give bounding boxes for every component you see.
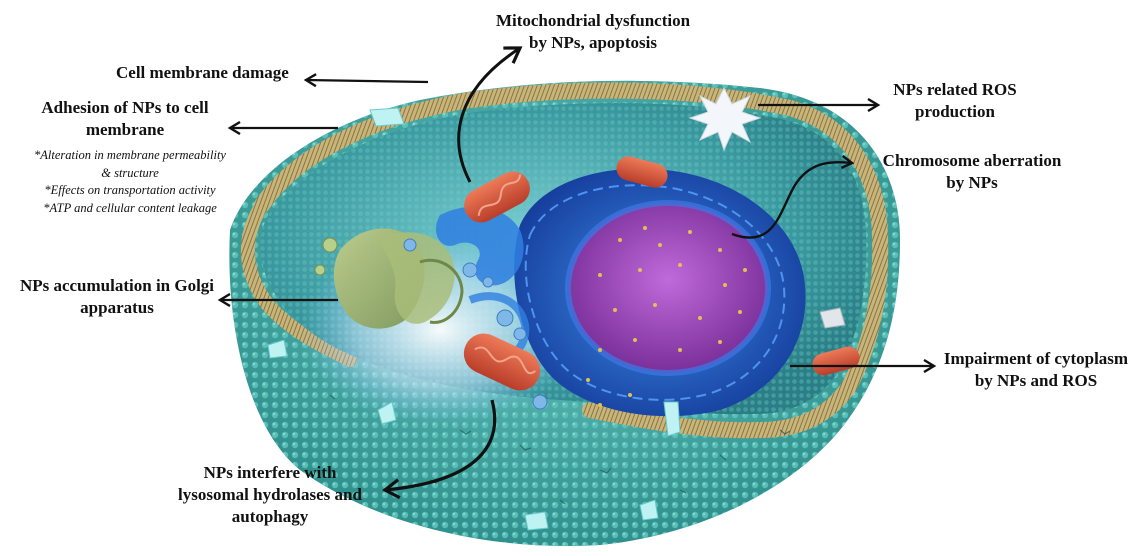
label-cytoplasm-impairment: Impairment of cytoplasm by NPs and ROS [936,348,1136,392]
label-lysosome-line2: lysosomal hydrolases and [160,484,380,506]
label-mito-line1: Mitochondrial dysfunction [468,10,718,32]
effect-transport: *Effects on transportation activity [0,182,260,200]
label-adhesion-line2: membrane [20,119,230,141]
label-mitochondrial-dysfunction: Mitochondrial dysfunction by NPs, apopto… [468,10,718,54]
arrow-membrane-damage [306,80,428,82]
label-chromosome-line2: by NPs [872,172,1072,194]
label-cytoplasm-line2: by NPs and ROS [936,370,1136,392]
label-lysosome-interference: NPs interfere with lysosomal hydrolases … [160,462,380,528]
label-ros-line2: production [880,101,1030,123]
label-ros-production: NPs related ROS production [880,79,1030,123]
label-mito-line2: by NPs, apoptosis [468,32,718,54]
label-chromosome-line1: Chromosome aberration [872,150,1072,172]
label-adhesion-line1: Adhesion of NPs to cell [20,97,230,119]
label-lysosome-line1: NPs interfere with [160,462,380,484]
label-golgi-accumulation: NPs accumulation in Golgi apparatus [8,275,226,319]
label-lysosome-line3: autophagy [160,506,380,528]
label-ros-line1: NPs related ROS [880,79,1030,101]
effect-structure: & structure [0,165,260,183]
label-cytoplasm-line1: Impairment of cytoplasm [936,348,1136,370]
label-chromosome-aberration: Chromosome aberration by NPs [872,150,1072,194]
label-adhesion: Adhesion of NPs to cell membrane [20,97,230,141]
effect-permeability: *Alteration in membrane permeability [0,147,260,165]
label-membrane-damage-text: Cell membrane damage [116,62,306,84]
label-golgi-line2: apparatus [8,297,226,319]
label-cell-membrane-damage: Cell membrane damage [116,62,306,84]
label-golgi-line1: NPs accumulation in Golgi [8,275,226,297]
effect-atp-leakage: *ATP and cellular content leakage [0,200,260,218]
adhesion-effects: *Alteration in membrane permeability & s… [0,147,260,217]
